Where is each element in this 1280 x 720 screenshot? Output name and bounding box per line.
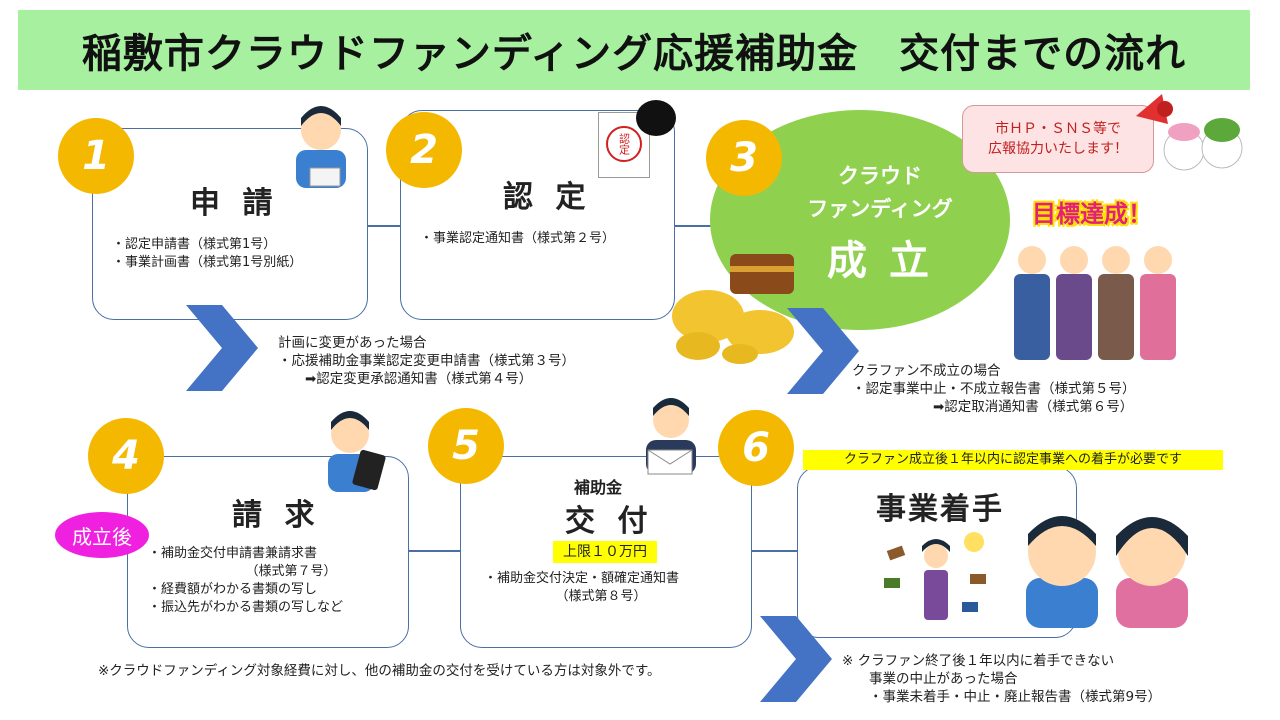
after-success-badge: 成立後 <box>55 512 149 558</box>
goal-reached-label: 目標達成！ <box>1032 200 1152 228</box>
determined-people-icon <box>1026 516 1188 628</box>
step6-banner: クラファン成立後１年以内に認定事業への着手が必要です <box>803 450 1223 470</box>
person-envelope-icon <box>646 398 696 475</box>
step4-items: ・補助金交付申請書兼請求書 （様式第７号） ・経費額がわかる書類の写し ・振込先… <box>148 546 344 615</box>
person-writing-icon <box>296 106 346 188</box>
callout-line2: 広報協力いたします！ <box>988 141 1128 157</box>
failure-note: クラファン不成立の場合 ・認定事業中止・不成立報告書（様式第５号） ➡認定取消通… <box>852 363 1136 415</box>
arrow-cancel <box>760 616 832 702</box>
stamp-tool-icon <box>636 100 676 136</box>
step1-number-badge: 1 <box>58 118 134 194</box>
mascot-icon <box>1163 118 1243 171</box>
callout-line1: 市ＨＰ・ＳＮＳ等で <box>995 121 1121 137</box>
exclusion-note: ※クラウドファンディング対象経費に対し、他の補助金の交付を受けている方は対象外で… <box>98 663 661 679</box>
step3-line1: クラウド <box>838 164 922 188</box>
step2-heading: 認 定 <box>503 180 592 215</box>
limit-label: 上限１０万円 <box>553 541 657 563</box>
step3-line3: 成 立 <box>827 238 933 284</box>
treasure-coins-icon <box>672 254 794 364</box>
step6-number-badge: 6 <box>718 410 794 486</box>
businesswoman-ideas-icon <box>884 532 986 620</box>
change-note: 計画に変更があった場合 ・応援補助金事業認定変更申請書（様式第３号） ➡認定変更… <box>278 335 575 387</box>
step4-number-badge: 4 <box>88 418 164 494</box>
cancel-note: ※ クラファン終了後１年以内に着手できない 事業の中止があった場合 ・事業未着手… <box>842 653 1162 705</box>
connector-1-2 <box>365 225 401 227</box>
step1-heading: 申 請 <box>190 186 279 221</box>
approval-stamp-icon: 認定 <box>606 126 642 162</box>
megaphone-icon <box>1136 94 1173 124</box>
step2-number-badge: 2 <box>386 112 462 188</box>
step1-items: ・認定申請書（様式第1号） ・事業計画書（様式第1号別紙） <box>112 237 303 270</box>
step5-number-badge: 5 <box>428 408 504 484</box>
arrow-failure <box>787 308 859 394</box>
step3-number-badge: 3 <box>706 120 782 196</box>
title-bar: 稲敷市クラウドファンディング応援補助金 交付までの流れ <box>18 10 1250 90</box>
step2-items: ・事業認定通知書（様式第２号） <box>420 231 616 246</box>
step5-heading: 交 付 <box>565 504 654 539</box>
person-tablet-icon <box>328 411 386 492</box>
step6-heading: 事業着手 <box>876 492 1004 527</box>
step5-subheading: 補助金 <box>574 478 623 497</box>
step5-items: ・補助金交付決定・額確定通知書 （様式第８号） <box>484 571 680 604</box>
connector-2-3 <box>672 225 722 227</box>
step4-heading: 請 求 <box>232 498 321 533</box>
connector-4-5 <box>408 550 460 552</box>
arrow-change <box>186 305 258 391</box>
step3-line2: ファンディング <box>807 197 953 221</box>
publicity-callout: 市ＨＰ・ＳＮＳ等で 広報協力いたします！ <box>962 105 1154 173</box>
connector-5-6 <box>750 550 798 552</box>
cheering-people-icon <box>1014 246 1176 360</box>
page-title: 稲敷市クラウドファンディング応援補助金 交付までの流れ <box>81 31 1187 77</box>
